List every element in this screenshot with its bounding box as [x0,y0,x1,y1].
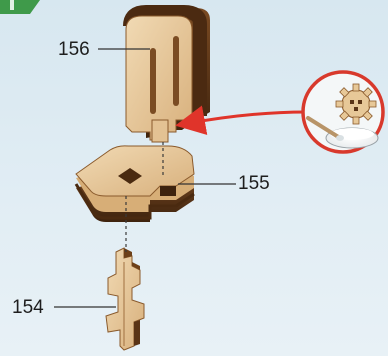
seat-block-icon [76,146,194,222]
leg-post-icon [106,248,144,350]
part-label-155: 155 [238,174,270,193]
part-label-156: 156 [58,40,90,59]
part-label-154: 154 [12,298,44,317]
step-badge [0,0,40,14]
glue-gear-icon [336,84,376,124]
glue-callout [303,72,383,152]
